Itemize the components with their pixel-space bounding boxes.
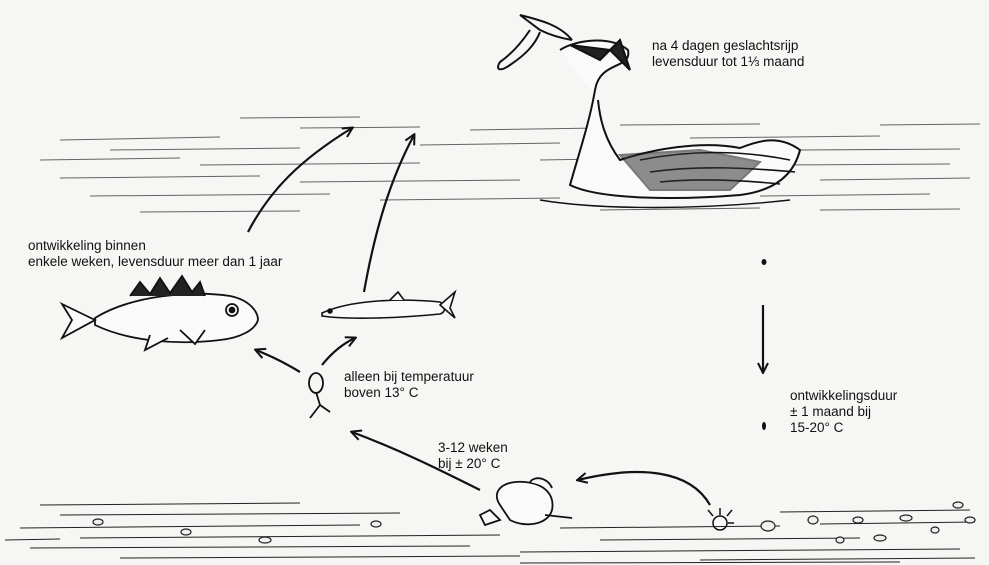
grebe-label-line1: na 4 dagen geslachtsrijp: [652, 38, 804, 54]
snail-label-line2: bij ± 20° C: [438, 456, 508, 472]
fish-label-line1: ontwikkeling binnen: [28, 238, 282, 254]
grebe-label: na 4 dagen geslachtsrijp levensduur tot …: [652, 38, 804, 70]
fish-label: ontwikkeling binnen enkele weken, levens…: [28, 238, 282, 270]
snail-label: 3-12 weken bij ± 20° C: [438, 440, 508, 472]
cercaria-larva: [309, 373, 330, 418]
grebe-label-line2: levensduur tot 1⅓ maand: [652, 54, 804, 70]
snail: [480, 478, 572, 525]
small-fish: [322, 292, 455, 318]
fish-label-line2: enkele weken, levensduur meer dan 1 jaar: [28, 254, 282, 270]
egg-development-label: ontwikkelingsduur ± 1 maand bij 15-20° C: [790, 388, 897, 436]
perch-fish: [62, 276, 258, 350]
temperature-label-line2: boven 13° C: [344, 385, 474, 401]
temperature-label: alleen bij temperatuur boven 13° C: [344, 369, 474, 401]
temperature-label-line1: alleen bij temperatuur: [344, 369, 474, 385]
snail-label-line1: 3-12 weken: [438, 440, 508, 456]
egg-label-line1: ontwikkelingsduur: [790, 388, 897, 404]
egg-label-line2: ± 1 maand bij: [790, 404, 897, 420]
egg-label-line3: 15-20° C: [790, 420, 897, 436]
water-surface: [40, 117, 980, 212]
